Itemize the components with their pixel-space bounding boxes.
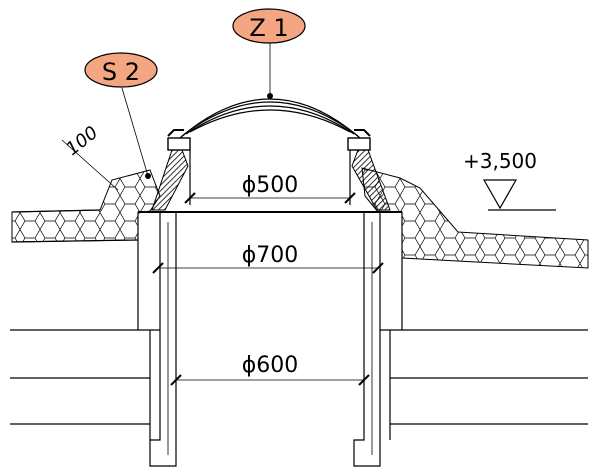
callout-s2-label: S 2 bbox=[102, 58, 140, 86]
dim-shaft-inner: ϕ600 bbox=[170, 353, 370, 386]
roof-insulation-right bbox=[361, 167, 589, 269]
skylight-dome bbox=[179, 98, 361, 139]
dim-upstand-outer: ϕ700 bbox=[152, 243, 384, 274]
dome-frame bbox=[167, 129, 371, 205]
floor-slab bbox=[10, 329, 588, 440]
upstand-outer-label: ϕ700 bbox=[242, 243, 299, 268]
shaft-walls bbox=[137, 211, 403, 467]
roof-insulation-left bbox=[11, 169, 161, 243]
callout-z1-label: Z 1 bbox=[249, 14, 288, 42]
callout-z1[interactable]: Z 1 bbox=[232, 8, 306, 44]
level-label: +3,500 bbox=[463, 149, 537, 173]
leaders bbox=[61, 42, 273, 191]
dome-opening-label: ϕ500 bbox=[242, 173, 299, 198]
dim-dome-opening: ϕ500 bbox=[184, 173, 356, 204]
shaft-inner-label: ϕ600 bbox=[242, 353, 299, 378]
callout-s2[interactable]: S 2 bbox=[84, 52, 158, 88]
level-marker: +3,500 bbox=[463, 149, 556, 211]
slope-thickness-label: 100 bbox=[62, 122, 102, 160]
